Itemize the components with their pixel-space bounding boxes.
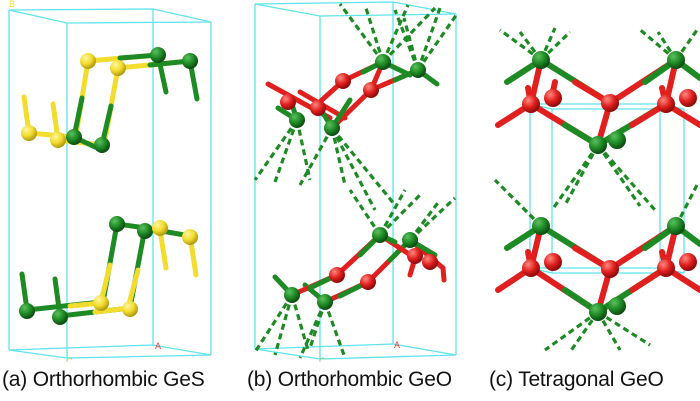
bonds-bottom-layer-a: [19, 221, 199, 319]
axis-label-c: C: [319, 356, 326, 362]
atoms-bottom-layer-a: [19, 216, 198, 325]
axis-label-a: A: [155, 341, 161, 351]
unit-cell-b: [254, 1, 457, 360]
caption-b: (b) Orthorhombic GeO: [247, 368, 452, 391]
unit-cell-c: [529, 103, 685, 274]
atoms-top-layer-a: [21, 47, 198, 153]
bonds-bottom-layer-b: [272, 232, 447, 305]
panel-b-geo-orthorhombic: A C: [253, 1, 459, 362]
panel-c-geo-tetragonal: [493, 26, 700, 353]
atoms-upper-layer-c: [522, 51, 697, 154]
caption-c: (c) Tetragonal GeO: [489, 368, 664, 391]
panel-a-ges: B A C: [8, 0, 212, 362]
atoms-bottom-layer-b: [284, 227, 438, 310]
dashed-bonds-b: [253, 3, 459, 359]
axis-label-a: A: [394, 340, 400, 350]
atoms-lower-layer-c: [522, 217, 697, 321]
atoms-top-layer-b: [280, 54, 426, 136]
crystal-structure-figure: B A C: [8, 0, 700, 362]
caption-a: (a) Orthorhombic GeS: [2, 368, 205, 391]
axis-label-c: C: [66, 356, 73, 362]
axis-label-b: B: [9, 0, 15, 9]
